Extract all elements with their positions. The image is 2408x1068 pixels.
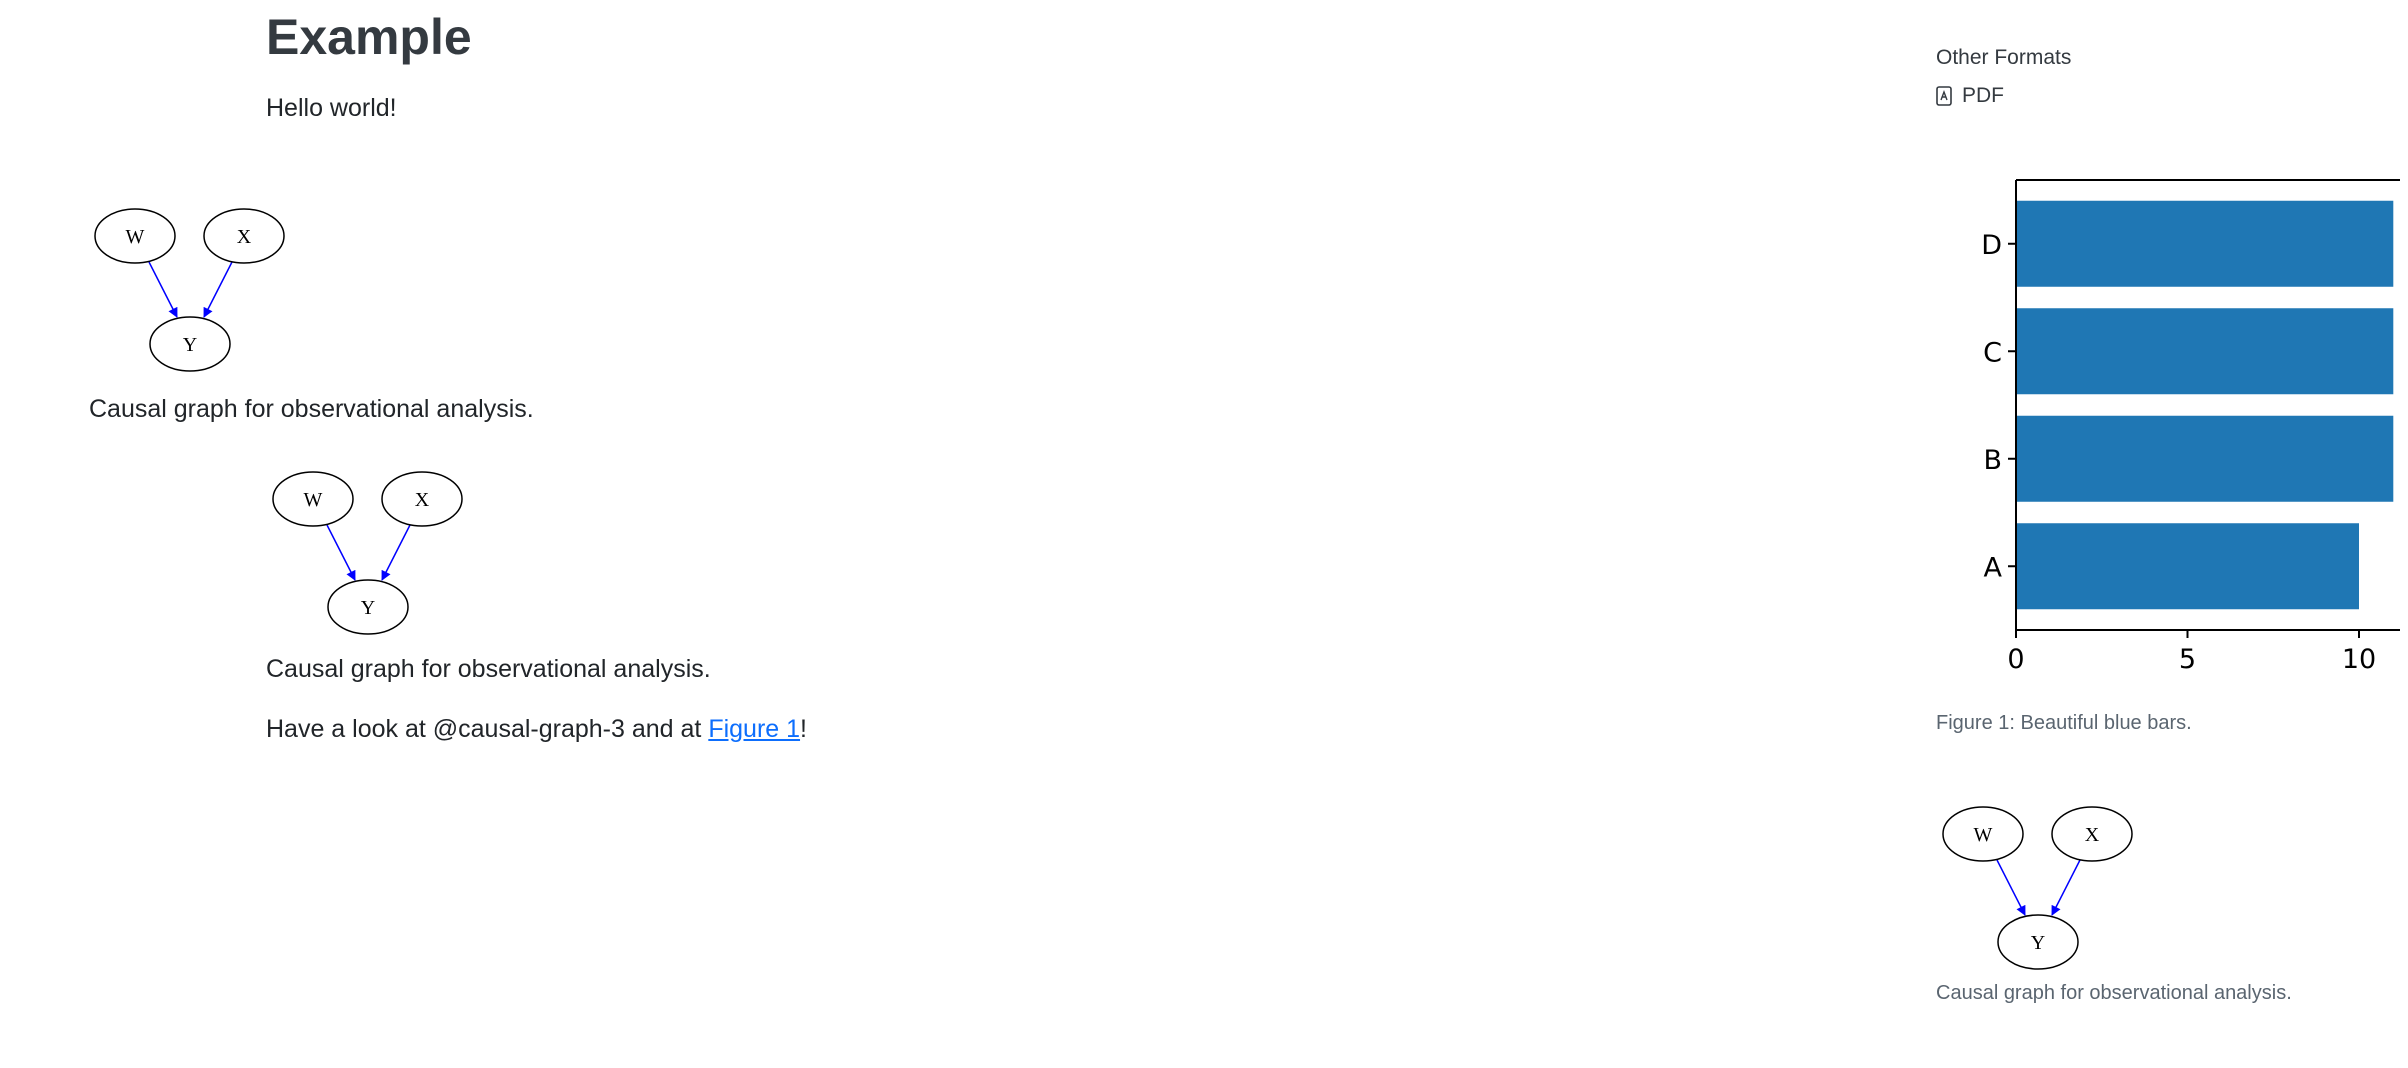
node-y-label: Y <box>183 334 197 356</box>
edge-w-y <box>148 261 178 318</box>
other-formats-heading: Other Formats <box>1936 46 2072 69</box>
x-tick-label: 10 <box>2342 644 2376 675</box>
edge-x-y <box>203 261 233 318</box>
node-x <box>2051 806 2133 862</box>
y-tick-label: A <box>1984 552 2003 583</box>
node-w <box>94 208 176 264</box>
node-y <box>1997 914 2079 970</box>
page-title: Example <box>266 9 472 65</box>
node-y <box>149 316 231 372</box>
pdf-label: PDF <box>1962 84 2004 107</box>
bar-d <box>2016 200 2394 287</box>
node-x <box>203 208 285 264</box>
node-w-label: W <box>126 226 145 248</box>
chart-x-ticks: 0 5 10 <box>2007 630 2376 675</box>
graph-1-caption: Causal graph for observational analysis. <box>89 395 534 423</box>
chart-y-ticks: A B C D <box>1981 230 2016 583</box>
node-x <box>381 471 463 527</box>
x-tick-label: 5 <box>2179 644 2196 675</box>
bar-a <box>2016 523 2359 610</box>
y-tick-label: C <box>1983 337 2002 368</box>
node-y-label: Y <box>361 597 375 619</box>
hello-paragraph: Hello world! <box>266 94 397 122</box>
graph-3-caption: Causal graph for observational analysis. <box>1936 982 2292 1004</box>
crossref-suffix: ! <box>800 715 807 743</box>
node-w <box>272 471 354 527</box>
bar-chart: A B C D 0 5 10 <box>1981 179 2400 675</box>
edge-w-y <box>1996 859 2026 916</box>
node-y <box>327 579 409 635</box>
causal-graph-3: W X Y <box>1942 806 2133 970</box>
pdf-format-link[interactable]: PDF <box>1936 84 2004 108</box>
file-pdf-icon <box>1936 86 1952 106</box>
node-w-label: W <box>1974 824 1993 846</box>
node-x-label: X <box>415 489 430 511</box>
crossref-paragraph: Have a look at @causal-graph-3 and at Fi… <box>266 713 807 745</box>
y-tick-label: B <box>1983 445 2002 476</box>
crossref-prefix: Have a look at @causal-graph-3 and at <box>266 715 709 743</box>
node-x-label: X <box>237 226 252 248</box>
x-tick-label: 0 <box>2007 644 2024 675</box>
node-x-label: X <box>2085 824 2100 846</box>
node-w <box>1942 806 2024 862</box>
graph-2-caption: Causal graph for observational analysis. <box>266 655 711 683</box>
causal-graph-2: W X Y <box>272 471 463 635</box>
node-y-label: Y <box>2031 932 2045 954</box>
figure-1-link[interactable]: Figure 1 <box>708 715 801 743</box>
edge-x-y <box>381 524 411 581</box>
figure-1-caption: Figure 1: Beautiful blue bars. <box>1936 712 2192 734</box>
edge-x-y <box>2051 859 2081 916</box>
causal-graph-1: W X Y <box>94 208 285 372</box>
edge-w-y <box>326 524 356 581</box>
bar-b <box>2016 415 2394 502</box>
y-tick-label: D <box>1981 230 2002 261</box>
node-w-label: W <box>304 489 323 511</box>
chart-bars <box>2016 200 2394 610</box>
bar-c <box>2016 308 2394 395</box>
